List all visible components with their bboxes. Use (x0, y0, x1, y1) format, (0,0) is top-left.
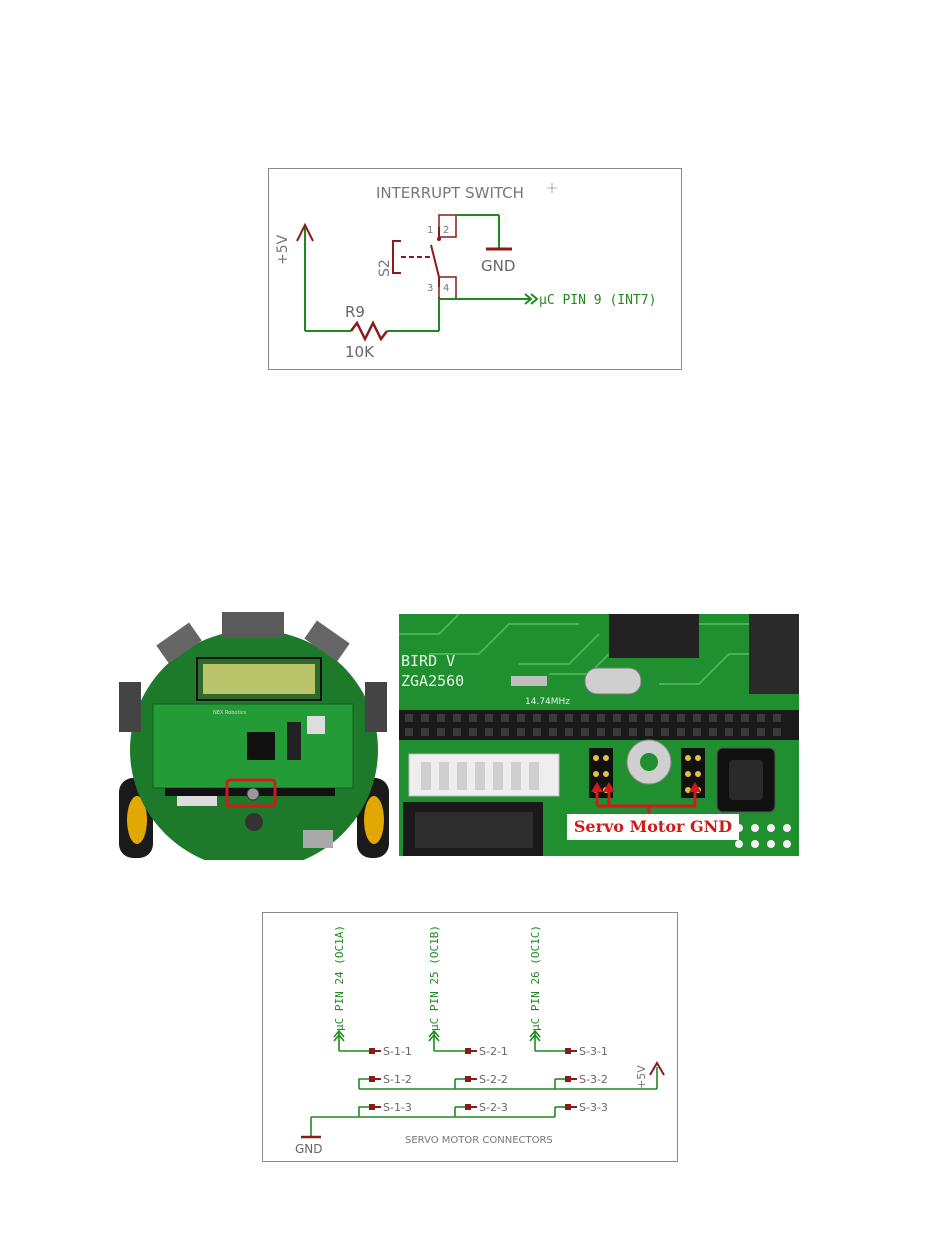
servo-connectors-schematic: µC PIN 24 (OC1A) S-1-1 µC PIN 25 (OC1B) … (262, 912, 678, 1162)
interrupt-title: INTERRUPT SWITCH (376, 184, 524, 202)
switch-ref: S2 (377, 259, 393, 277)
signal-3-label: µC PIN 26 (OC1C) (529, 925, 542, 1031)
board-text-1: BIRD V (401, 652, 455, 670)
conn-s-2-1: S-2-1 (479, 1045, 508, 1058)
resistor-r9-icon (351, 323, 387, 339)
pin-1: 1 (427, 225, 433, 236)
conn-s-1-3: S-1-3 (383, 1101, 412, 1114)
resistor-value: 10K (345, 343, 375, 361)
robot-photo: NEX Robotics (117, 610, 389, 860)
pin-2: 2 (443, 225, 449, 236)
gnd-label: GND (481, 257, 515, 275)
servo-title: SERVO MOTOR CONNECTORS (405, 1135, 553, 1146)
conn-s-1-2: S-1-2 (383, 1073, 412, 1086)
servo-schematic-drawing: µC PIN 24 (OC1A) S-1-1 µC PIN 25 (OC1B) … (263, 913, 677, 1161)
conn-s-2-2: S-2-2 (479, 1073, 508, 1086)
robot-pcb-text: NEX Robotics (213, 710, 247, 716)
board-closeup-photo: BIRD V ZGA2560 14.74MHz (399, 614, 799, 856)
conn-s-3-3: S-3-3 (579, 1101, 608, 1114)
interrupt-schematic-drawing: INTERRUPT SWITCH +5V R9 10K (269, 169, 681, 369)
signal-2-label: µC PIN 25 (OC1B) (428, 925, 441, 1031)
interrupt-switch-schematic: INTERRUPT SWITCH +5V R9 10K (268, 168, 682, 370)
servo-supply-label: +5V (635, 1065, 648, 1089)
resistor-ref: R9 (345, 303, 365, 321)
supply-arrow-icon (297, 225, 313, 331)
conn-s-1-1: S-1-1 (383, 1045, 412, 1058)
pin-4: 4 (443, 283, 449, 294)
conn-s-3-2: S-3-2 (579, 1073, 608, 1086)
output-label: µC PIN 9 (INT7) (539, 293, 656, 308)
board-text-2: ZGA2560 (401, 672, 464, 690)
servo-gnd-label: GND (295, 1142, 323, 1156)
conn-s-3-1: S-3-1 (579, 1045, 608, 1058)
conn-s-2-3: S-2-3 (479, 1101, 508, 1114)
servo-gnd-callout: Servo Motor GND (567, 817, 739, 836)
signal-1-label: µC PIN 24 (OC1A) (333, 925, 346, 1031)
supply-label: +5V (275, 234, 291, 265)
crystal-text: 14.74MHz (525, 697, 570, 707)
pin-3: 3 (427, 283, 433, 294)
